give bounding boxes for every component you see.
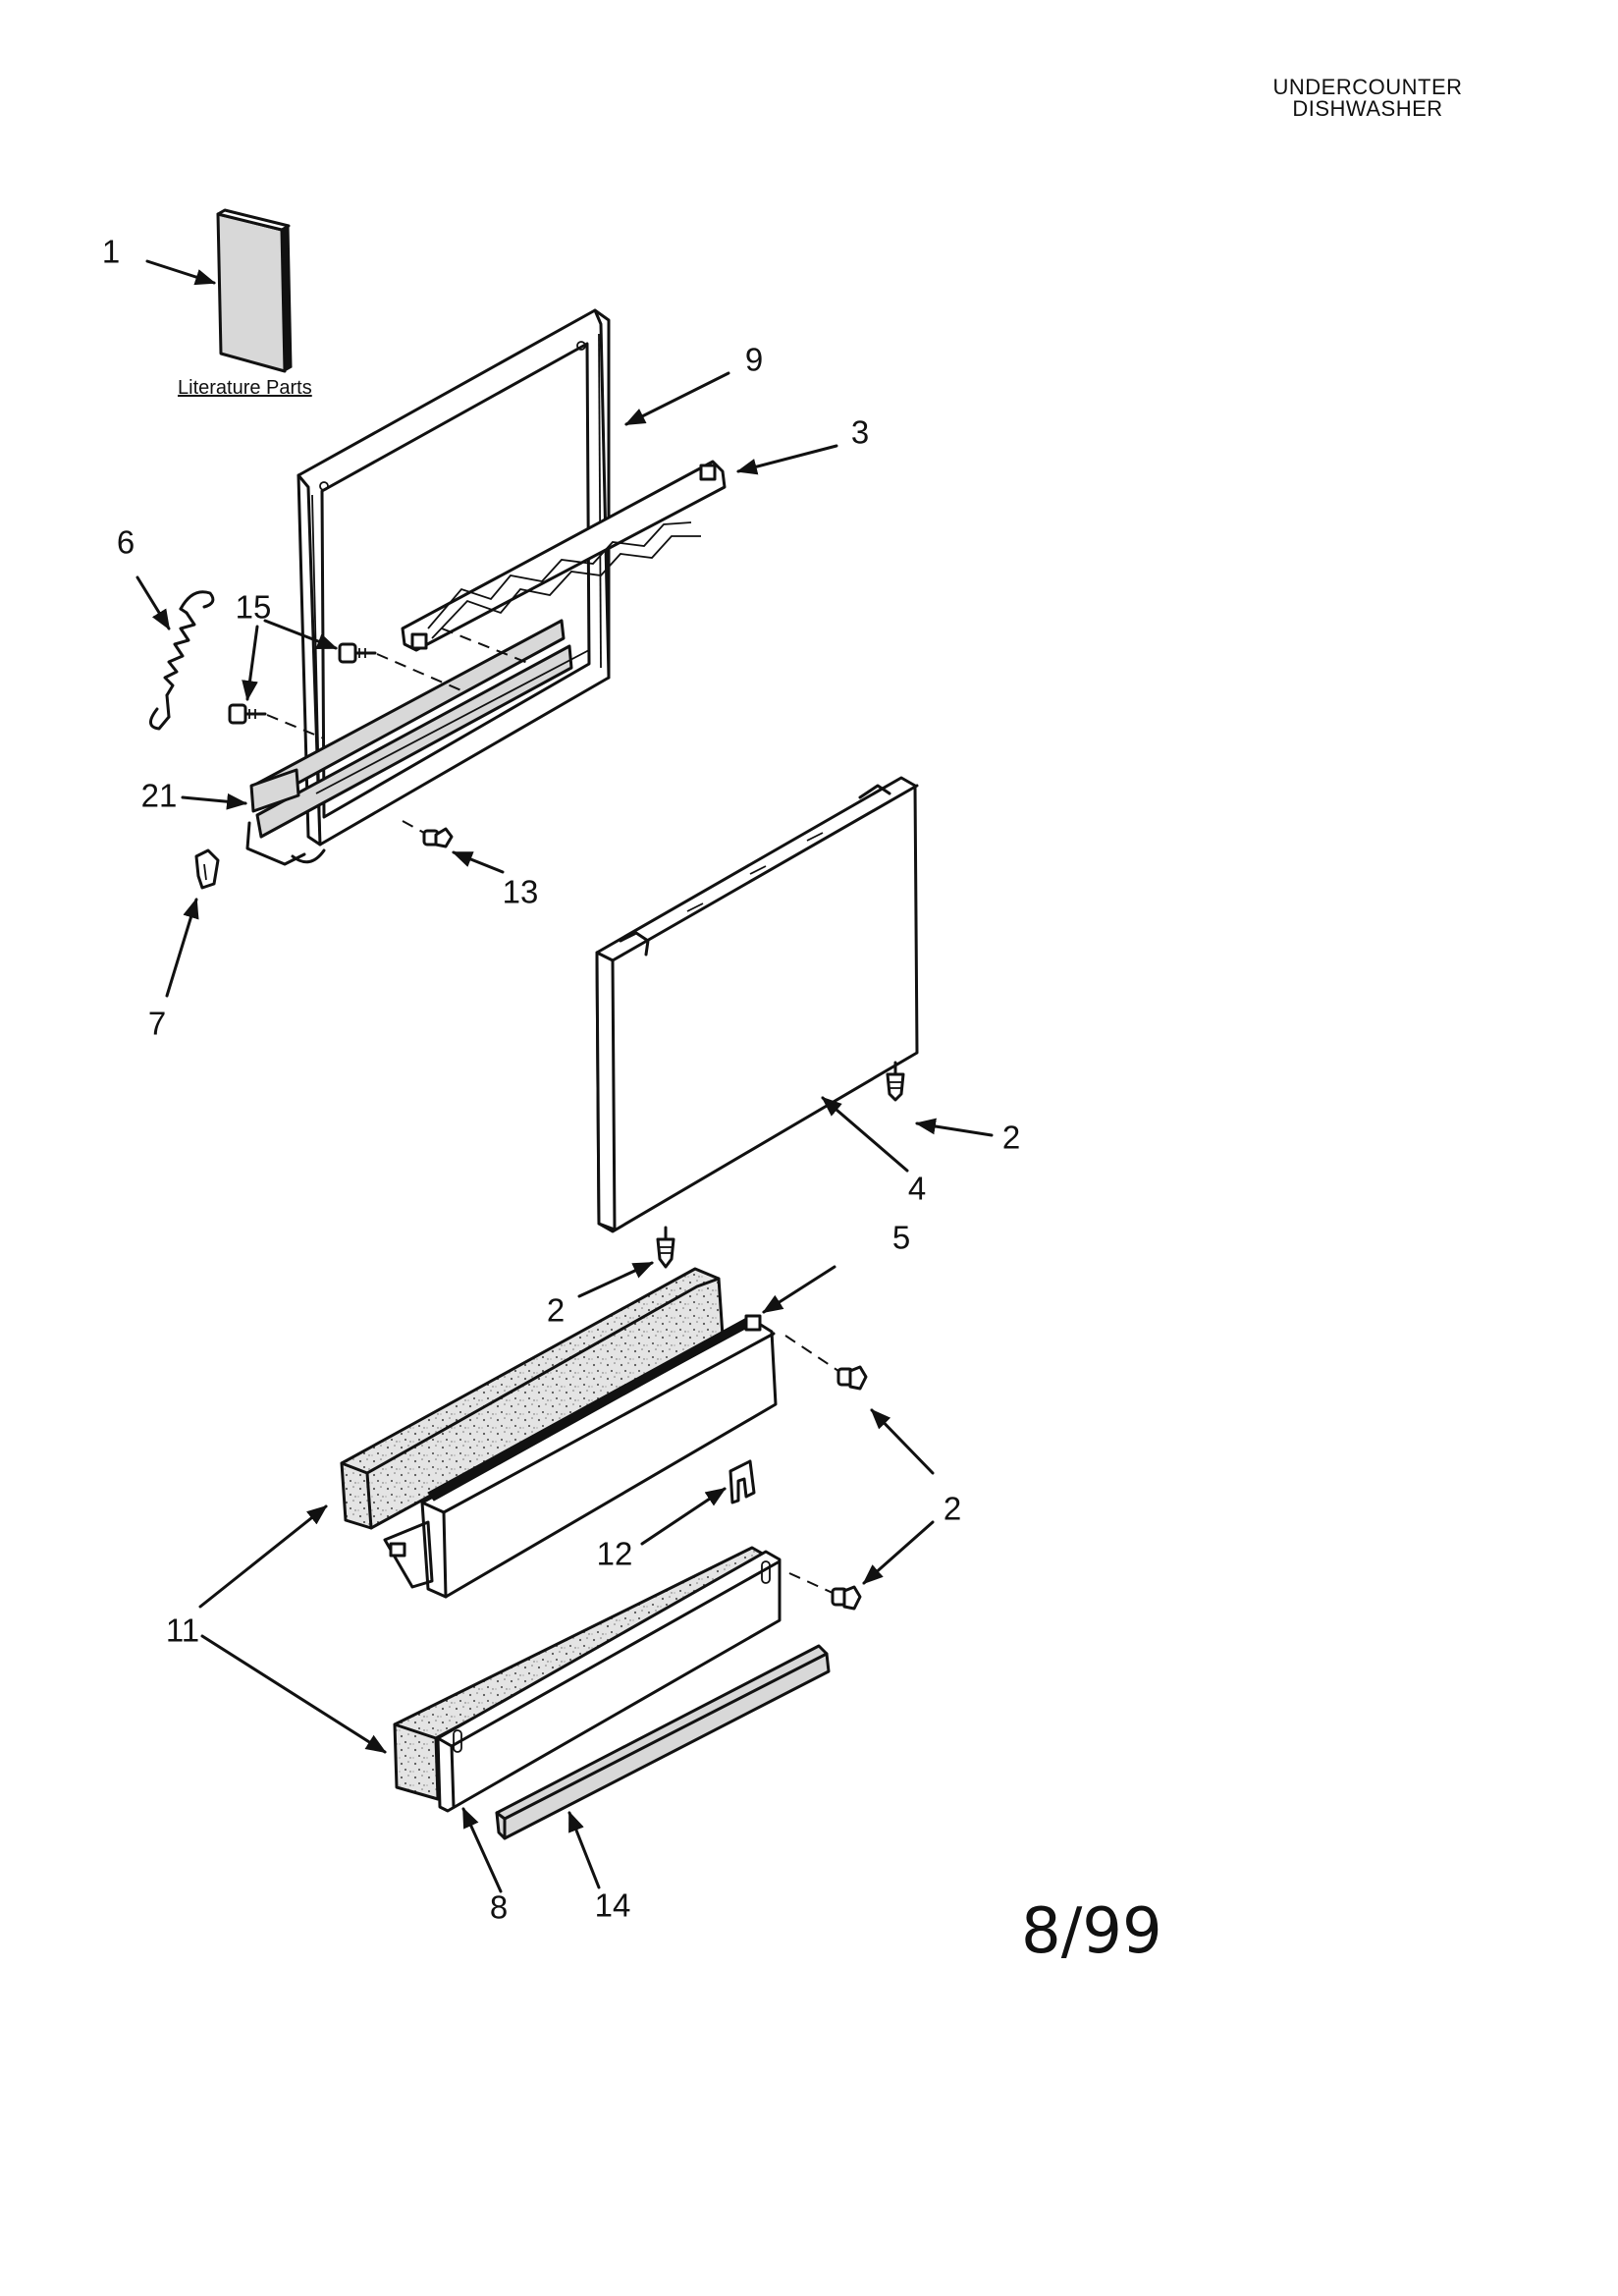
callout-5: 5 xyxy=(891,1219,911,1256)
leader-15a xyxy=(263,619,338,650)
inner-door-panel xyxy=(383,1314,778,1599)
leader-6 xyxy=(135,575,171,630)
callout-1: 1 xyxy=(101,233,121,270)
trim-strip-14 xyxy=(495,1644,831,1840)
leader-11b xyxy=(200,1634,387,1754)
callout-15: 15 xyxy=(235,588,272,626)
leader-15b xyxy=(242,625,259,702)
callout-11: 11 xyxy=(165,1612,200,1649)
callout-2-panel: 2 xyxy=(1001,1119,1021,1156)
title-line-1: UNDERCOUNTER xyxy=(1272,75,1463,99)
leader-2c xyxy=(870,1408,935,1475)
callout-6: 6 xyxy=(116,523,135,561)
leader-13 xyxy=(452,850,505,874)
callout-21: 21 xyxy=(140,777,178,814)
callout-7: 7 xyxy=(147,1005,167,1042)
screw-2c xyxy=(784,1335,868,1391)
callout-9: 9 xyxy=(744,341,764,378)
leader-12 xyxy=(640,1487,727,1546)
callout-14: 14 xyxy=(594,1886,631,1924)
leader-21 xyxy=(181,793,248,810)
literature-parts-label: Literature Parts xyxy=(178,377,312,399)
title-line-2: DISHWASHER xyxy=(1292,96,1443,121)
leader-3 xyxy=(735,444,838,475)
leader-11a xyxy=(198,1504,328,1609)
leader-9 xyxy=(624,371,730,426)
door-spring xyxy=(149,590,215,731)
screw-guide-a xyxy=(376,653,464,692)
leader-5 xyxy=(762,1265,836,1314)
screw-13 xyxy=(402,820,454,848)
leader-2d xyxy=(862,1520,935,1585)
leader-8 xyxy=(461,1807,503,1893)
screw-guide-b xyxy=(266,714,325,739)
leader-2a xyxy=(914,1118,994,1137)
door-frame xyxy=(245,308,611,866)
callout-2-right: 2 xyxy=(943,1490,962,1527)
clip-7 xyxy=(194,848,220,890)
callout-13: 13 xyxy=(502,873,539,910)
leader-2b xyxy=(577,1261,654,1298)
clip-12 xyxy=(728,1459,756,1504)
screw-15a xyxy=(338,642,377,664)
leader-4 xyxy=(821,1096,909,1173)
callout-8: 8 xyxy=(489,1888,509,1926)
callout-12: 12 xyxy=(596,1535,633,1572)
leader-14 xyxy=(567,1811,601,1889)
kick-plate-8 xyxy=(436,1550,782,1813)
literature-booklet xyxy=(216,208,293,373)
screw-2b xyxy=(656,1226,675,1269)
rack-rail xyxy=(401,460,727,652)
appliance-title: UNDERCOUNTER DISHWASHER xyxy=(1220,77,1515,120)
screw-2d xyxy=(788,1572,862,1611)
outer-door-panel xyxy=(595,776,919,1233)
bracket-strip xyxy=(249,768,300,813)
callout-4: 4 xyxy=(907,1170,927,1207)
assembly-guide-line xyxy=(441,628,531,665)
screw-2a xyxy=(886,1061,905,1102)
callout-2-lower: 2 xyxy=(546,1291,566,1329)
callout-3: 3 xyxy=(850,413,870,451)
leader-7 xyxy=(165,897,199,998)
revision-date: 8/99 xyxy=(1021,1895,1162,1968)
leader-1 xyxy=(145,259,216,286)
screw-15b xyxy=(228,703,267,725)
